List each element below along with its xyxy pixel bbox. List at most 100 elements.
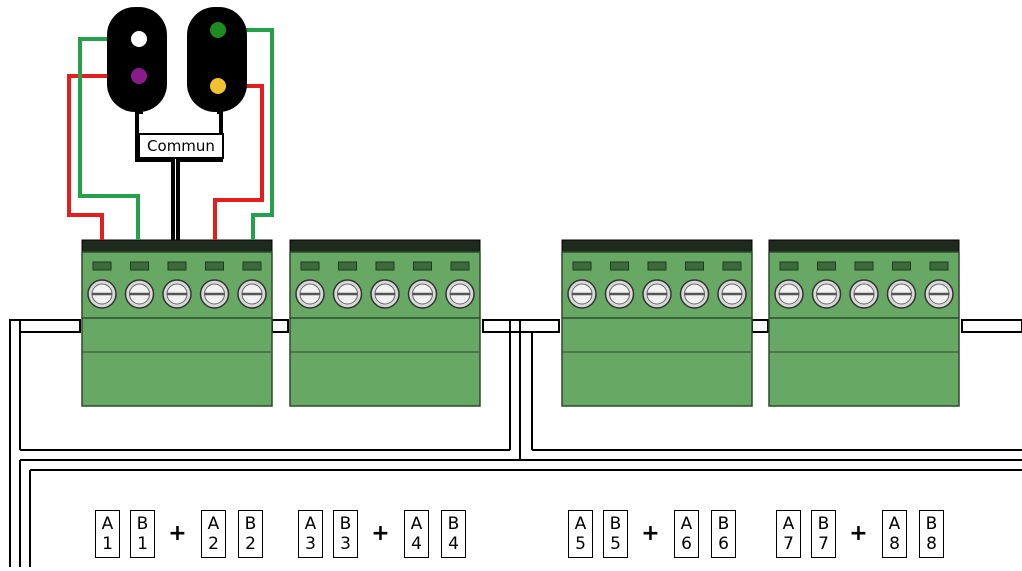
wire-black-right bbox=[176, 110, 223, 240]
pin-label-plus: + bbox=[165, 510, 190, 558]
pin-label-top: + bbox=[641, 521, 660, 546]
pin-label-top: B bbox=[339, 514, 352, 534]
terminal-slot bbox=[779, 261, 799, 271]
wire-red-right bbox=[213, 84, 264, 240]
pin-label-top: B bbox=[447, 514, 460, 534]
pin-label-bottom: 2 bbox=[208, 534, 219, 554]
pin-label-top: B bbox=[717, 514, 730, 534]
pin-label-bottom: 4 bbox=[411, 534, 422, 554]
pin-label-top: A bbox=[304, 514, 317, 534]
terminal-block-2 bbox=[289, 239, 481, 407]
wire-red-left bbox=[67, 74, 135, 240]
pin-label-top: B bbox=[609, 514, 622, 534]
terminal-slot bbox=[242, 261, 262, 271]
terminal-slot bbox=[854, 261, 874, 271]
wire-black-left bbox=[135, 110, 175, 240]
signal-left-lamp-bottom bbox=[131, 68, 147, 84]
wire-green-left bbox=[78, 37, 140, 240]
terminal-slot bbox=[572, 261, 592, 271]
pin-label-top: + bbox=[371, 521, 390, 546]
pin-label-top: B bbox=[244, 514, 257, 534]
signal-right bbox=[187, 7, 247, 112]
terminal-slot bbox=[338, 261, 357, 271]
terminal-slot bbox=[130, 261, 149, 271]
pin-label-bottom: 5 bbox=[610, 534, 621, 554]
terminal-slot bbox=[647, 261, 667, 271]
pin-label-top: + bbox=[849, 521, 868, 546]
terminal-slot bbox=[610, 261, 629, 271]
pin-label-plus: + bbox=[368, 510, 393, 558]
pin-label-top: A bbox=[207, 514, 220, 534]
terminal-slot bbox=[892, 261, 911, 271]
pin-label-bottom: 6 bbox=[718, 534, 729, 554]
pin-label-top: B bbox=[136, 514, 149, 534]
signal-right-lamp-top bbox=[210, 22, 226, 38]
terminal-slot bbox=[929, 261, 949, 271]
signal-left-body bbox=[107, 7, 167, 112]
housing bbox=[9, 319, 1022, 567]
terminal-block-4 bbox=[768, 239, 960, 407]
pin-label-bottom: 7 bbox=[783, 534, 794, 554]
terminal-slot bbox=[300, 261, 320, 271]
pin-label-bottom: 1 bbox=[102, 534, 113, 554]
pin-label-top: B bbox=[817, 514, 830, 534]
signal-right-body bbox=[187, 7, 247, 112]
terminal-block-1 bbox=[81, 239, 273, 407]
wire-green-right bbox=[224, 28, 274, 240]
pin-label-top: A bbox=[574, 514, 587, 534]
signal-left-lamp-top bbox=[131, 31, 147, 47]
pin-label-plus: + bbox=[846, 510, 871, 558]
terminal-blocks bbox=[81, 239, 960, 407]
pin-label-top: A bbox=[101, 514, 114, 534]
terminal-slot bbox=[167, 261, 187, 271]
common-label: Commun bbox=[138, 133, 224, 159]
pin-label-bottom: 3 bbox=[305, 534, 316, 554]
pin-label-bottom: 2 bbox=[245, 534, 256, 554]
pin-label-top: A bbox=[888, 514, 901, 534]
terminal-slot bbox=[685, 261, 704, 271]
pin-label-top: A bbox=[410, 514, 423, 534]
terminal-slot bbox=[817, 261, 836, 271]
pin-label-bottom: 8 bbox=[926, 534, 937, 554]
pin-label-bottom: 8 bbox=[889, 534, 900, 554]
pin-label-top: + bbox=[168, 521, 187, 546]
terminal-slot bbox=[375, 261, 395, 271]
pin-label-top: A bbox=[680, 514, 693, 534]
terminal-slot bbox=[205, 261, 224, 271]
signal-left bbox=[107, 7, 167, 112]
pin-label-bottom: 5 bbox=[575, 534, 586, 554]
pin-label-plus: + bbox=[638, 510, 663, 558]
terminal-slot bbox=[450, 261, 470, 271]
pin-label-bottom: 3 bbox=[340, 534, 351, 554]
wires bbox=[67, 28, 274, 240]
terminal-slot bbox=[413, 261, 432, 271]
pin-label-bottom: 7 bbox=[818, 534, 829, 554]
pin-label-top: A bbox=[782, 514, 795, 534]
terminal-slot bbox=[722, 261, 742, 271]
pin-label-bottom: 6 bbox=[681, 534, 692, 554]
signal-right-lamp-bottom bbox=[210, 78, 226, 94]
pin-label-bottom: 1 bbox=[137, 534, 148, 554]
terminal-block-3 bbox=[561, 239, 753, 407]
terminal-slot bbox=[92, 261, 112, 271]
pin-label-bottom: 4 bbox=[448, 534, 459, 554]
pin-label-top: B bbox=[925, 514, 938, 534]
